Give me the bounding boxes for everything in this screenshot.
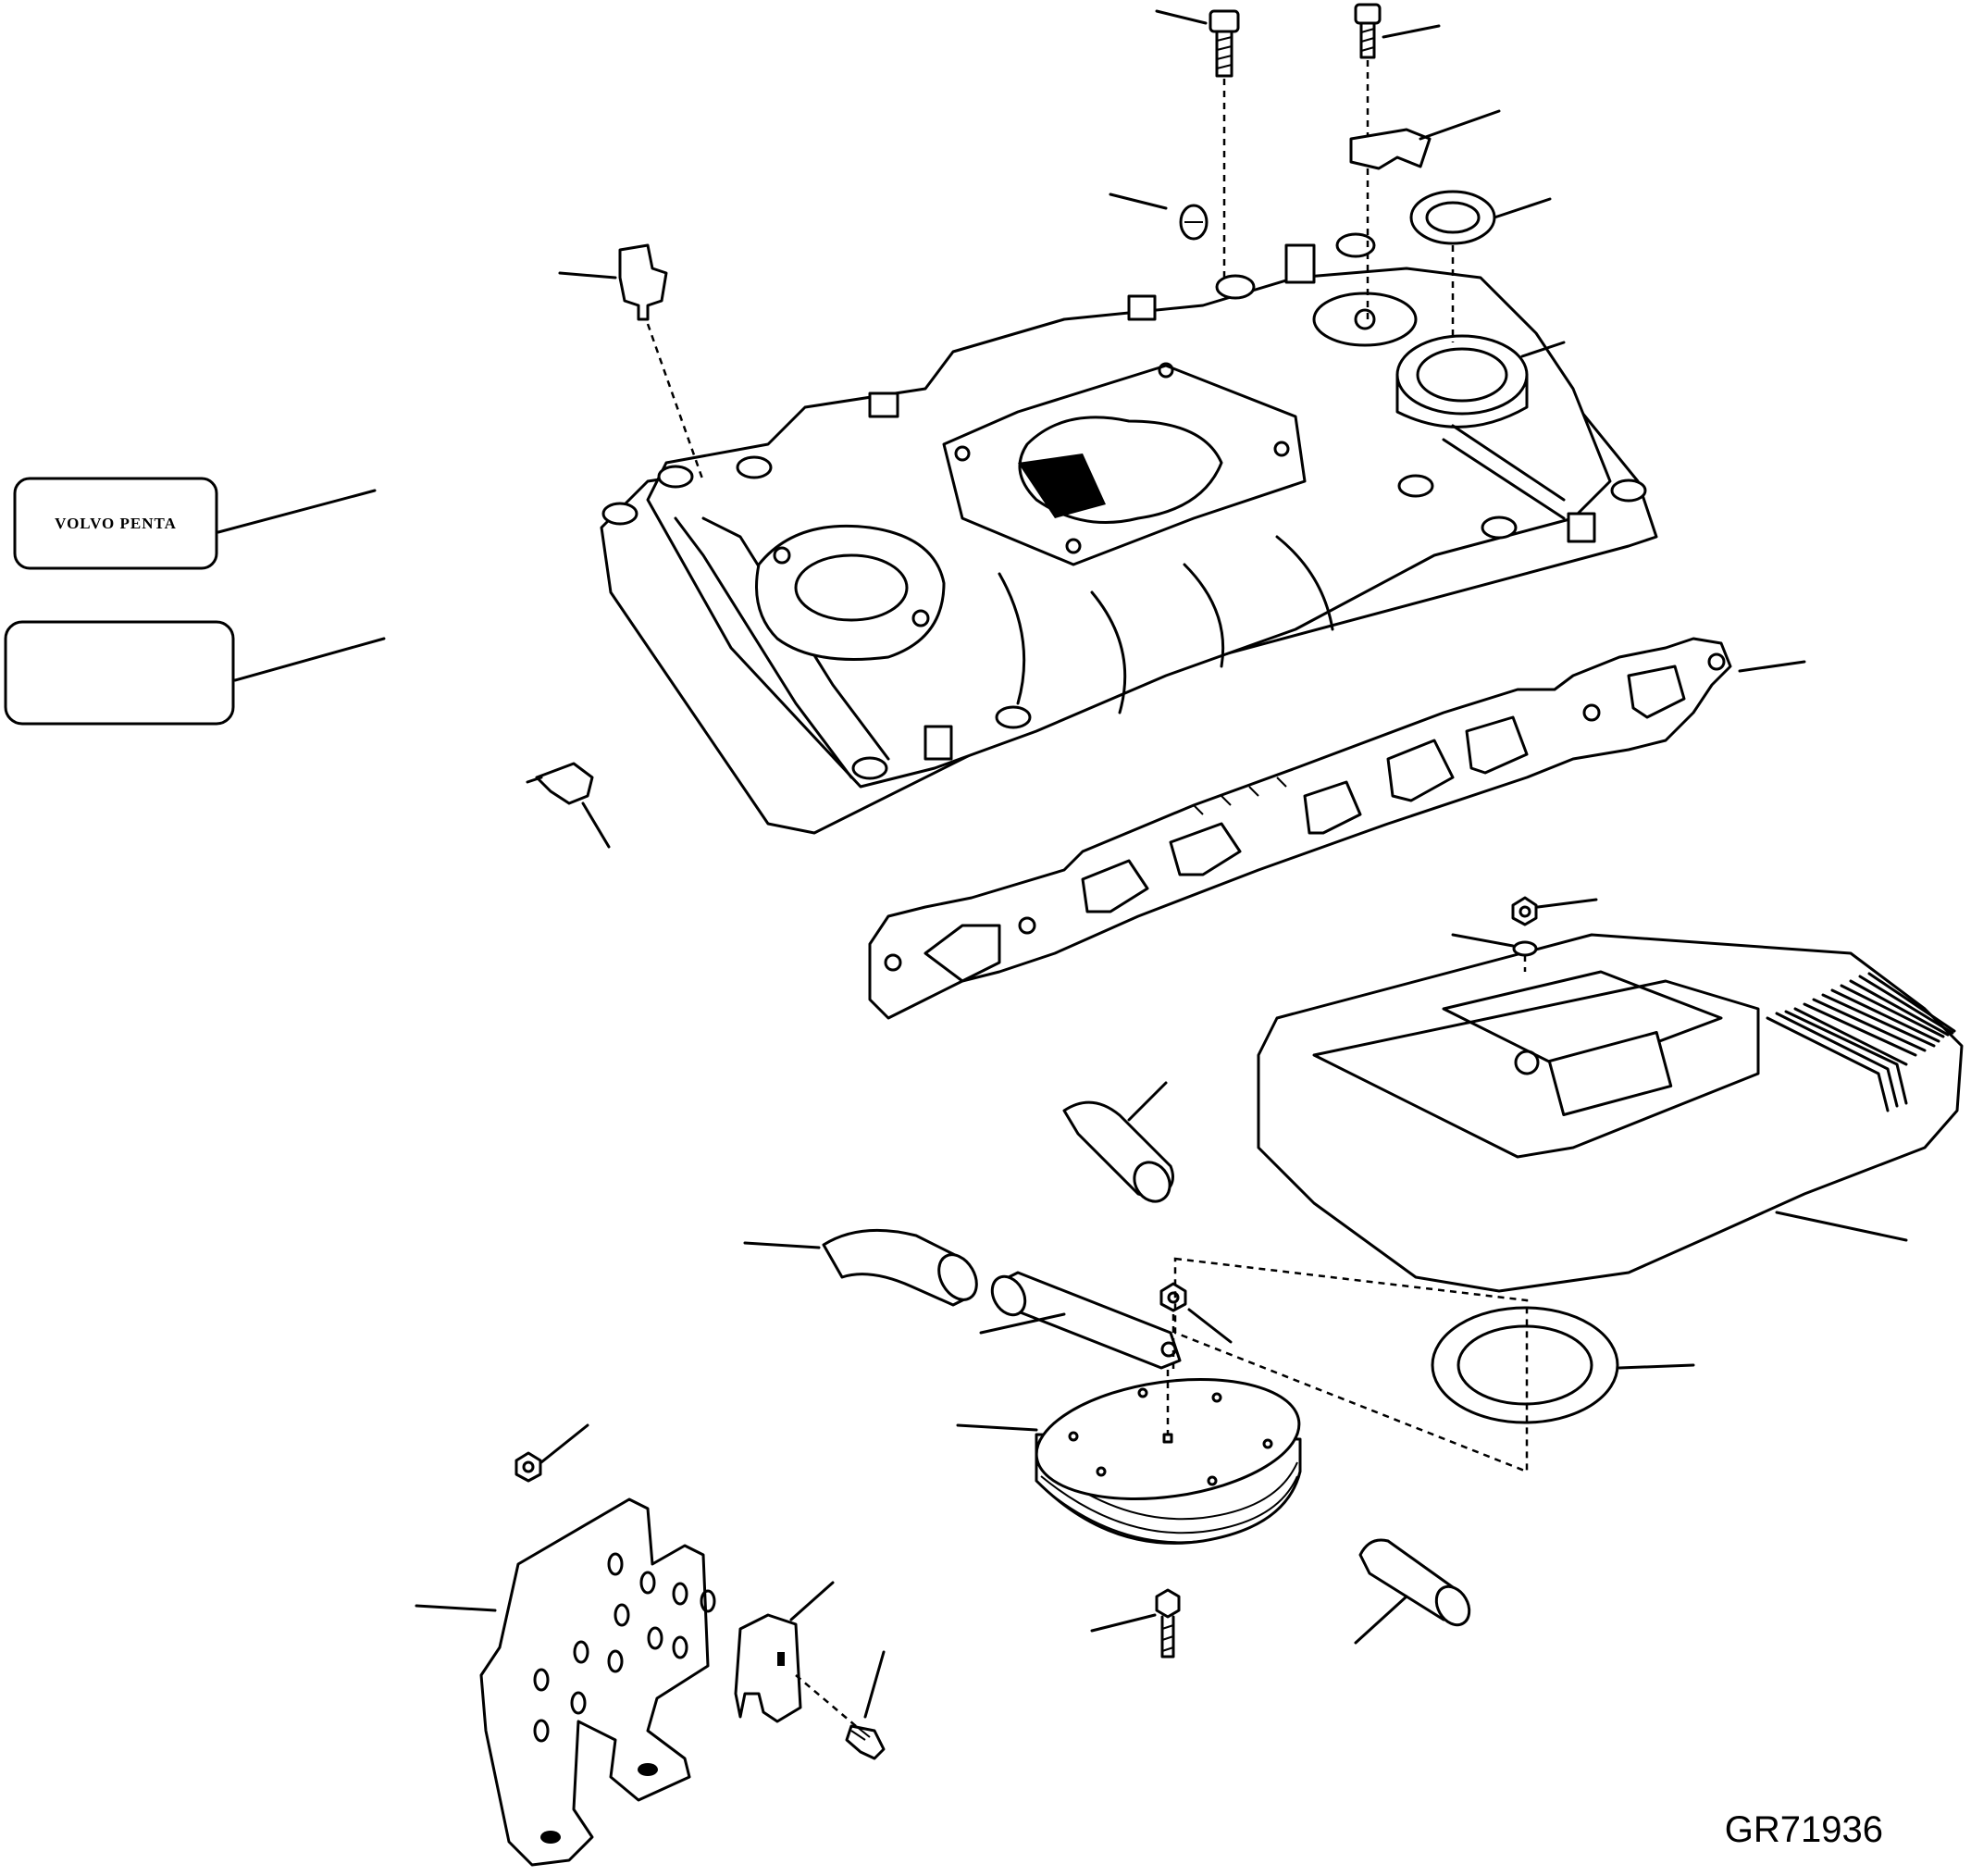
screw-clamp [845,1650,886,1760]
sealing-ring-top [1409,190,1552,342]
elbow-fitting [526,762,611,849]
pcv-tube [979,1271,1182,1370]
flame-arrestor [956,1282,1302,1545]
decal-blank [4,620,386,726]
figure-code: GR71936 [1725,1809,1883,1850]
manifold-gasket [868,637,1806,1020]
hose-short-lower [1354,1538,1471,1645]
hose-short-upper [1062,1081,1174,1203]
hose-curved-left [743,1228,978,1307]
clamp-block [734,1581,857,1727]
mounting-bracket [415,1497,716,1867]
bolt-long [1155,9,1240,278]
decal-volvo-penta: VOLVO PENTA [13,477,377,570]
lifting-bracket [1349,109,1501,170]
intake-manifold [600,232,1658,835]
engine-cover [1257,896,1964,1293]
bolt-short [1354,3,1441,324]
temperature-sender [558,243,705,482]
nut-bracket [514,1423,589,1483]
plug [1109,193,1209,241]
stud [1090,1588,1181,1659]
sealing-ring-cover [1173,1257,1695,1473]
decal-brand-text: VOLVO PENTA [55,515,177,532]
